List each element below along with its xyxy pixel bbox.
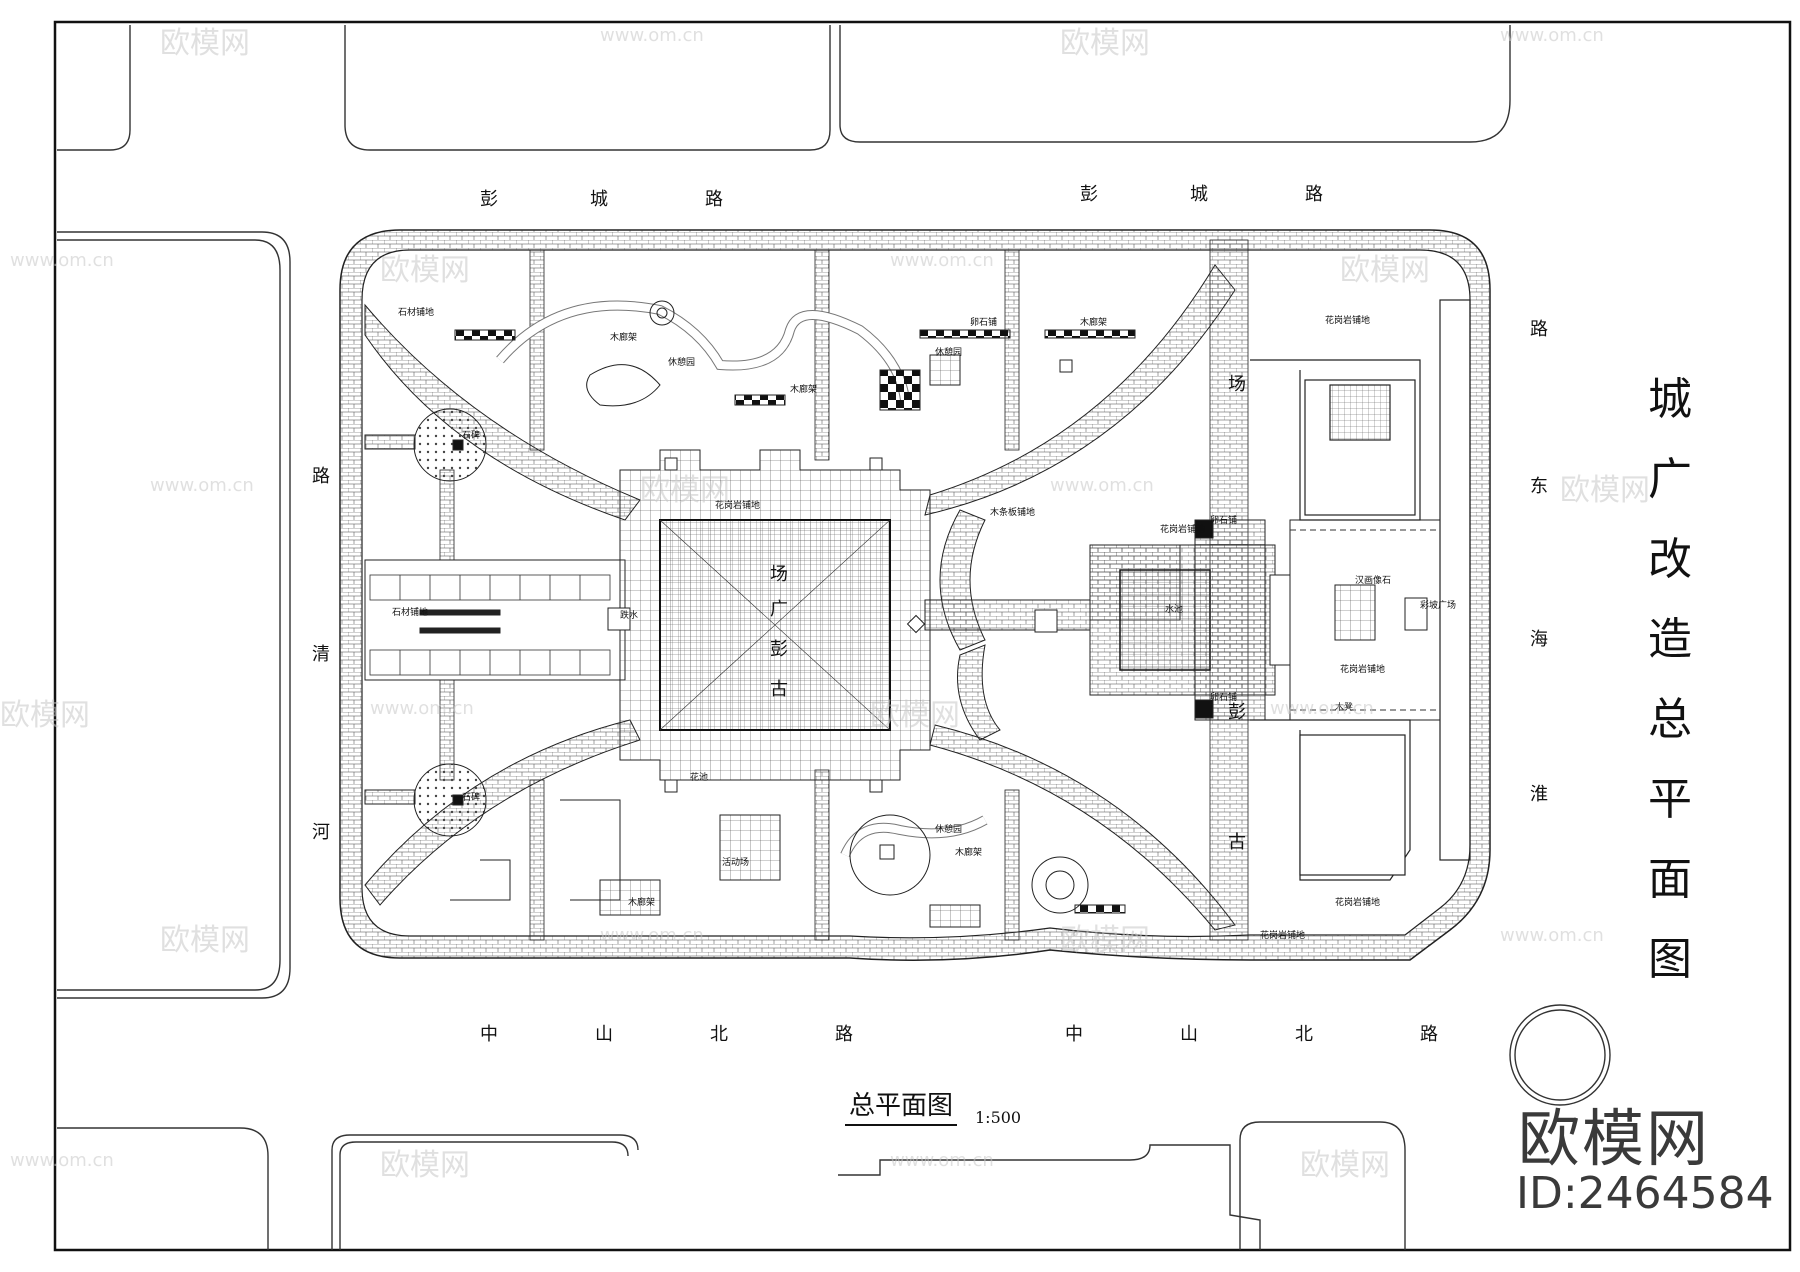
brand-logo: 欧模网: [1518, 1102, 1711, 1175]
title-char: 广: [1648, 454, 1692, 505]
road-labels: 彭 城 路 彭 城 路 中 山 北 路 中 山 北 路 路 清 河 路 东 海 …: [312, 184, 1548, 1045]
road-east-1: 路: [1530, 319, 1548, 340]
plaza-label-1: 场: [770, 564, 788, 585]
road-west-3: 河: [312, 822, 330, 843]
road-south-right-3: 北: [1295, 1024, 1313, 1045]
road-south-left-4: 路: [835, 1024, 853, 1045]
note: 卵石铺: [970, 316, 997, 328]
road-south-left-2: 山: [595, 1024, 613, 1045]
road-east-3: 海: [1530, 629, 1548, 650]
note: 石材铺地: [392, 606, 428, 618]
vertical-title: 城 广 改 造 总 平 面 图: [1630, 360, 1710, 1000]
plaza-label-3: 彭: [770, 639, 788, 660]
note: 木条板铺地: [990, 506, 1035, 518]
road-north-left-1: 彭: [480, 189, 498, 210]
plaza-labels: 场 广 彭 古 场 彭 古: [770, 374, 1246, 853]
north-gardens: [454, 300, 1136, 411]
road-east-4: 淮: [1530, 784, 1548, 805]
note: 石材铺地: [398, 306, 434, 318]
note: 休憩园: [668, 356, 695, 368]
road-north-right-2: 城: [1190, 184, 1208, 205]
road-west-2: 清: [312, 644, 330, 665]
note: 花岗岩铺地: [1325, 314, 1370, 326]
note: 汉画像石: [1355, 574, 1391, 586]
east-axis: [924, 519, 1441, 721]
east-label-3: 古: [1228, 832, 1246, 853]
drawing-scale: 1:500: [975, 1108, 1022, 1127]
south-gardens: [450, 799, 1126, 928]
road-south-left-1: 中: [480, 1024, 498, 1045]
title-char: 改: [1648, 534, 1692, 585]
internal-paths: [439, 239, 1249, 941]
road-north-left-2: 城: [590, 189, 608, 210]
east-label-2: 彭: [1228, 702, 1246, 723]
title-char: 面: [1648, 854, 1692, 905]
road-north-right-1: 彭: [1080, 184, 1098, 205]
road-south-right-1: 中: [1065, 1024, 1083, 1045]
east-label-1: 场: [1228, 374, 1246, 395]
note: 花岗岩铺地: [1160, 523, 1205, 535]
drawing-frame: [53, 20, 1792, 1252]
note: 彩坡广场: [1420, 599, 1456, 611]
note: 卵石铺: [1210, 514, 1237, 526]
note: 水池: [1165, 603, 1183, 615]
note: 花岗岩铺地: [1260, 929, 1305, 941]
brand-id: ID:2464584: [1516, 1168, 1774, 1219]
road-north-left-3: 路: [705, 189, 723, 210]
title-char: 总: [1648, 694, 1692, 745]
note: 花池: [690, 771, 708, 783]
road-west-1: 路: [312, 466, 330, 487]
note: 花岗岩铺地: [1340, 663, 1385, 675]
title-char: 图: [1648, 934, 1692, 985]
title-char: 城: [1648, 374, 1692, 425]
note: 石碑: [462, 429, 480, 441]
note: 活动场: [722, 856, 749, 868]
note: 石碑: [462, 791, 480, 803]
annotations: 石材铺地 木廊架 休憩园 木廊架 花岗岩铺地 木条板铺地 花岗岩铺地 木廊架 休…: [392, 306, 1456, 941]
note: 木廊架: [1080, 316, 1107, 328]
road-north-right-3: 路: [1305, 184, 1323, 205]
note: 休憩园: [935, 346, 962, 358]
note: 跌水: [620, 609, 638, 621]
road-south-right-2: 山: [1180, 1024, 1198, 1045]
east-buildings: [1250, 299, 1471, 881]
west-axis: [364, 408, 626, 837]
central-plaza: [607, 449, 931, 793]
note: 木廊架: [610, 331, 637, 343]
note: 休憩园: [935, 823, 962, 835]
plaza-label-2: 广: [770, 599, 788, 620]
road-south-right-4: 路: [1420, 1024, 1438, 1045]
surrounding-blocks: [57, 25, 1611, 1250]
note: 花岗岩铺地: [1335, 896, 1380, 908]
road-east-2: 东: [1530, 476, 1548, 497]
title-char: 造: [1648, 614, 1692, 665]
road-south-left-3: 北: [710, 1024, 728, 1045]
note: 卵石铺: [1210, 691, 1237, 703]
note: 木廊架: [790, 383, 817, 395]
note: 木凳: [1335, 701, 1353, 713]
note: 花岗岩铺地: [715, 499, 760, 511]
plaza-label-4: 古: [770, 679, 788, 700]
note: 木廊架: [628, 896, 655, 908]
note: 木廊架: [955, 846, 982, 858]
title-char: 平: [1648, 774, 1692, 825]
drawing-subtitle: 总平面图: [845, 1085, 958, 1126]
